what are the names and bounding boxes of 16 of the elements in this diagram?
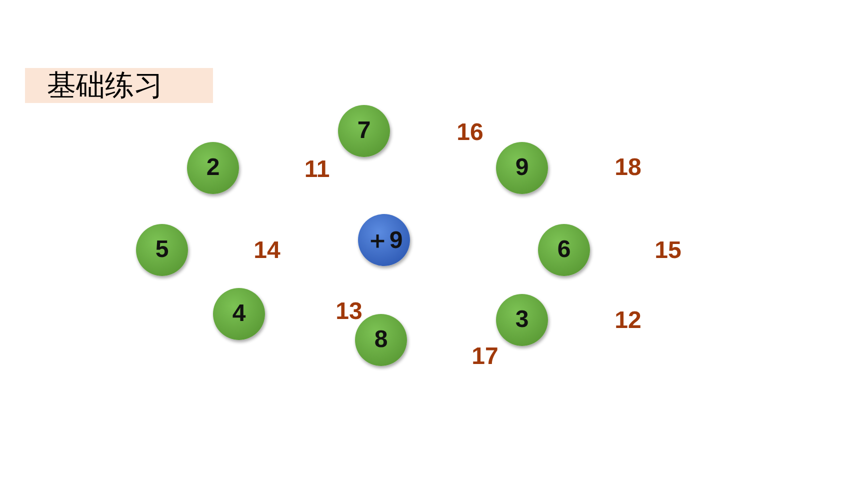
number-circle: 7 — [338, 105, 390, 157]
result-number: 17 — [472, 344, 498, 370]
result-number: 12 — [614, 308, 642, 334]
number-circle: 9 — [496, 142, 548, 194]
number-circle: 6 — [538, 224, 590, 276]
result-number: 16 — [456, 120, 484, 146]
number-circle: 5 — [136, 224, 188, 276]
number-circle: 2 — [187, 142, 239, 194]
result-number: 18 — [614, 155, 642, 181]
result-number: 11 — [304, 157, 330, 183]
number-circle: 3 — [496, 294, 548, 346]
result-number: 14 — [254, 238, 280, 264]
result-number: 15 — [654, 238, 682, 264]
number-circle: 4 — [213, 288, 265, 340]
title-text: 基础练习 — [47, 69, 163, 102]
operator-circle: ＋9 — [358, 214, 410, 266]
